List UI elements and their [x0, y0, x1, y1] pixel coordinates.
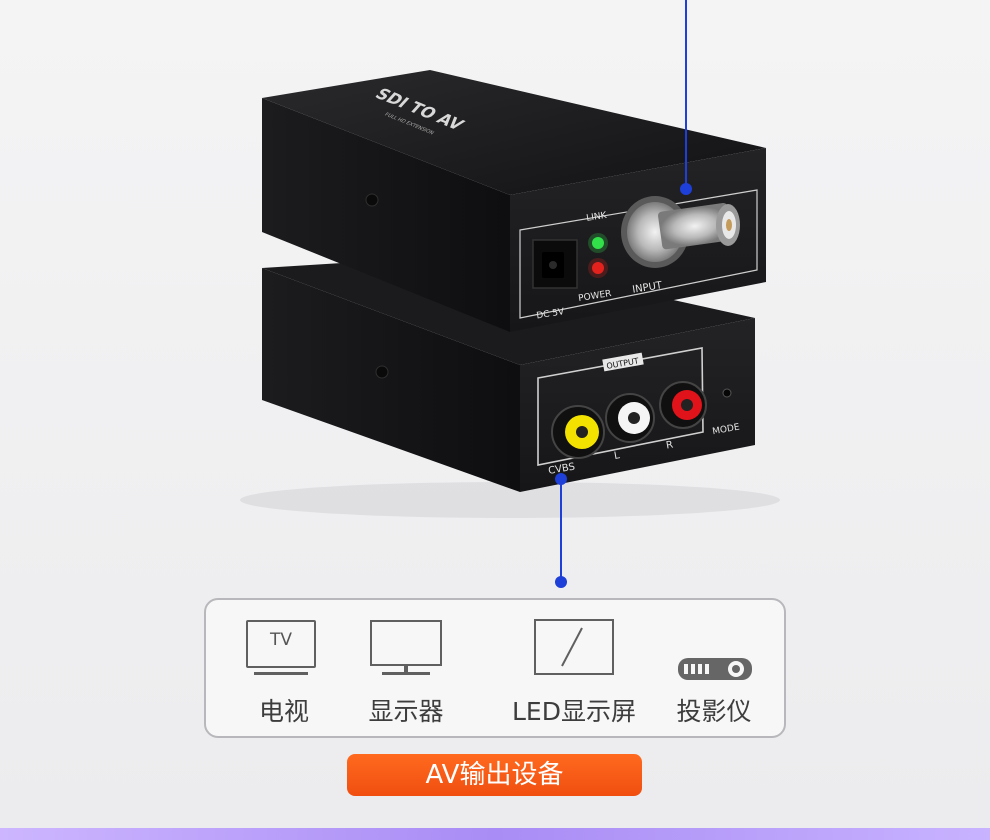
bottom-box: OUTPUT CVBS L R MODE: [262, 255, 755, 492]
device-label: 电视: [258, 697, 309, 726]
audio-right-jack: [659, 381, 707, 429]
power-led-icon: [592, 262, 604, 274]
bottom-strip: [0, 828, 990, 840]
product-image: OUTPUT CVBS L R MODE SDI TO AV FULL HD E…: [240, 70, 780, 518]
device-label: 投影仪: [676, 697, 752, 726]
r-label: R: [665, 440, 674, 452]
av-output-badge: AV输出设备: [347, 754, 642, 796]
dc-label: DC 5V: [536, 307, 566, 321]
mode-label: MODE: [712, 422, 741, 437]
tv-icon-text: TV: [269, 630, 292, 650]
tv-icon: TV: [214, 618, 354, 682]
device-projector: 投影仪: [644, 618, 784, 728]
top-box: SDI TO AV FULL HD EXTENSION LINK POWER I…: [262, 70, 766, 332]
projector-icon: [644, 618, 784, 682]
device-monitor: 显示器: [336, 618, 476, 728]
bnc-input-connector: [621, 196, 740, 268]
audio-left-jack: [605, 393, 655, 443]
output-callout-line: [560, 478, 562, 582]
monitor-icon: [336, 618, 476, 682]
input-callout-line: [685, 0, 687, 188]
cvbs-jack: [551, 405, 605, 459]
device-label: LED显示屏: [512, 697, 636, 726]
output-callout-dot-top: [555, 473, 567, 485]
output-devices-panel: TV 电视 显示器 LED显示屏: [204, 598, 786, 738]
device-label: 显示器: [368, 697, 444, 726]
device-tv: TV 电视: [214, 618, 354, 728]
dc-power-jack: [532, 239, 578, 289]
l-label: L: [613, 450, 621, 462]
device-led-screen: LED显示屏: [494, 618, 654, 728]
input-callout-dot: [680, 183, 692, 195]
link-led-icon: [592, 237, 604, 249]
output-callout-dot-bottom: [555, 576, 567, 588]
cvbs-label: CVBS: [547, 461, 575, 476]
led-screen-icon: [494, 618, 654, 682]
link-label: LINK: [586, 211, 609, 224]
input-label: INPUT: [632, 280, 664, 296]
